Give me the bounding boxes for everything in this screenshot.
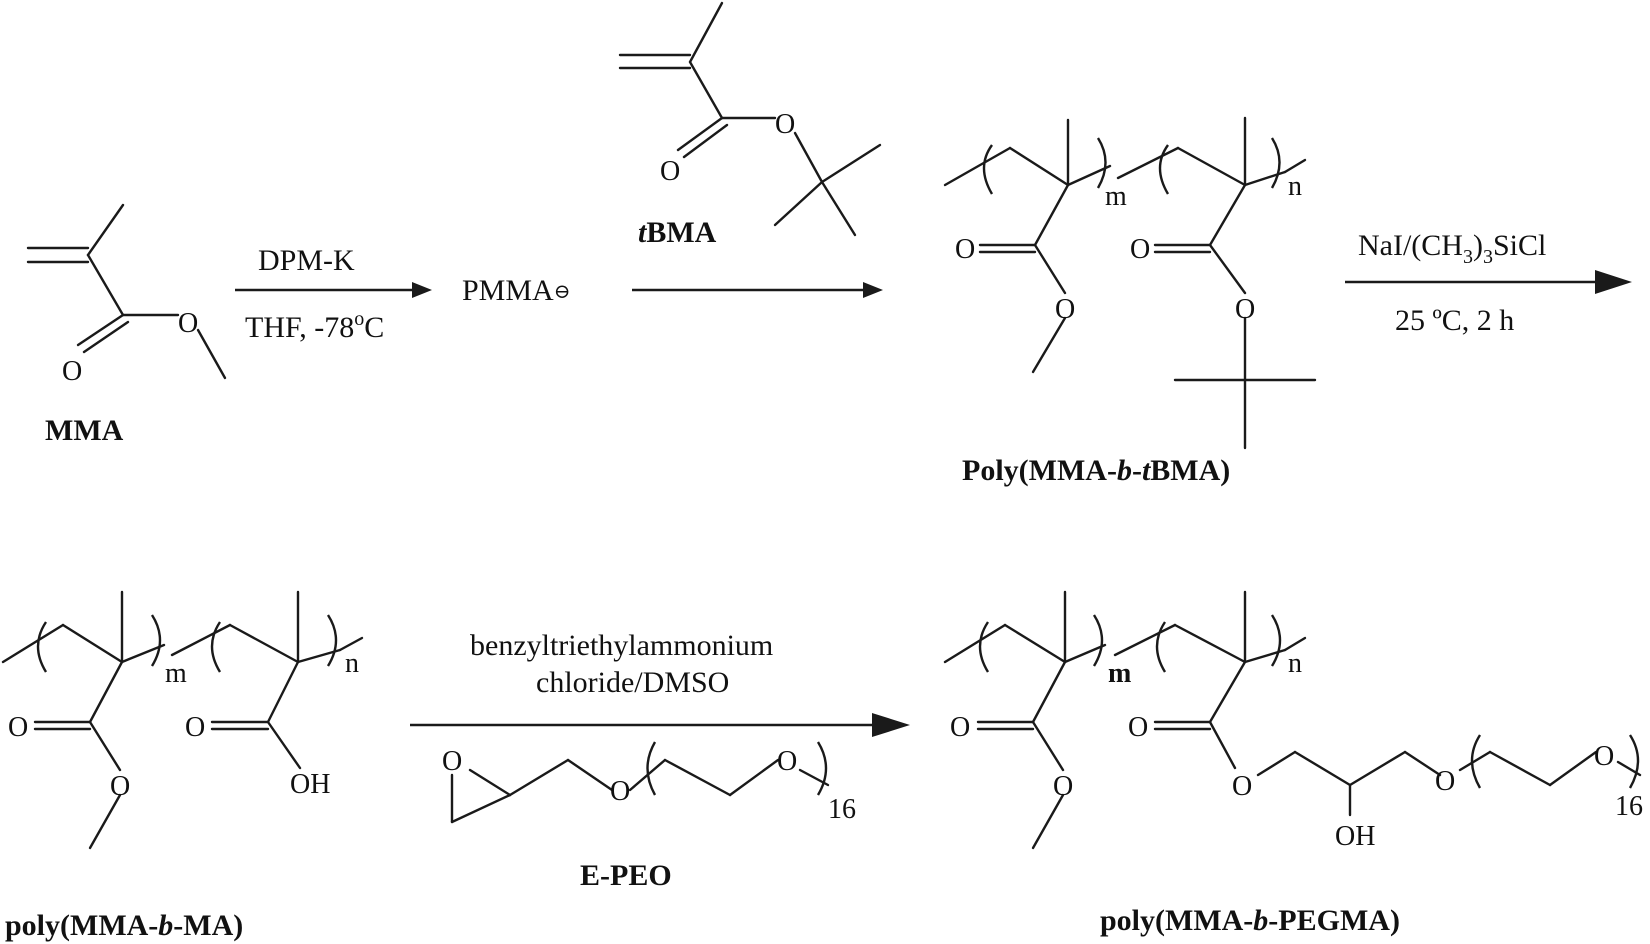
step3-reagent: NaI/(CH3)3SiCl	[1358, 229, 1546, 268]
step3-conditions: 25 ºC, 2 h	[1395, 304, 1514, 337]
epeo-label: E-PEO	[580, 859, 672, 892]
poly3-peg-carbonyl-oxygen: O	[1128, 712, 1148, 743]
step4-catalyst-line1: benzyltriethylammonium	[470, 629, 773, 662]
step1-arrow	[235, 282, 432, 298]
step4-catalyst-line2: chloride/DMSO	[536, 666, 729, 699]
poly-mma-b-pegma-label: poly(MMA-b-PEGMA)	[1100, 904, 1400, 937]
poly3-mma-carbonyl-oxygen: O	[950, 712, 970, 743]
poly3-hydroxyl: OH	[1335, 821, 1375, 852]
poly1-repeat-m: m	[1105, 181, 1127, 212]
poly-mma-b-tbma-structure: O O O O m n	[943, 116, 1317, 450]
mma-structure: O O	[26, 203, 227, 387]
poly3-repeat-m: m	[1108, 658, 1131, 689]
epeo-structure: O O O 16	[442, 741, 856, 825]
poly3-repeat-16: 16	[1615, 791, 1643, 822]
mma-label: MMA	[45, 414, 124, 447]
poly2-acid-hydroxyl: OH	[290, 769, 330, 800]
tbma-carbonyl-oxygen: O	[660, 156, 680, 187]
step1-conditions: THF, -78oC	[245, 308, 384, 344]
epeo-epoxide-oxygen: O	[442, 746, 462, 777]
step4-arrow	[410, 713, 910, 737]
step2-arrow	[632, 282, 883, 298]
poly1-mma-ester-oxygen: O	[1055, 294, 1075, 325]
poly3-ether-oxygen: O	[1435, 766, 1455, 797]
mma-ester-oxygen: O	[178, 308, 198, 339]
epeo-ether-oxygen: O	[610, 776, 630, 807]
tbma-ester-oxygen: O	[775, 109, 795, 140]
epeo-repeat-16: 16	[828, 794, 856, 825]
poly2-repeat-n: n	[345, 648, 359, 679]
tbma-label: tBMA	[638, 216, 717, 249]
poly1-repeat-n: n	[1288, 171, 1302, 202]
poly1-tbma-carbonyl-oxygen: O	[1130, 234, 1150, 265]
poly1-tbma-ester-oxygen: O	[1235, 294, 1255, 325]
poly2-repeat-m: m	[165, 658, 187, 689]
poly3-ester-oxygen: O	[1232, 771, 1252, 802]
tbma-structure: O O	[618, 1, 882, 237]
step3-arrow	[1345, 270, 1632, 294]
poly1-mma-carbonyl-oxygen: O	[955, 234, 975, 265]
epeo-terminal-oxygen: O	[777, 746, 797, 777]
poly2-mma-carbonyl-oxygen: O	[8, 712, 28, 743]
mma-carbonyl-oxygen: O	[62, 356, 82, 387]
poly-mma-b-tbma-label: Poly(MMA-b-tBMA)	[962, 454, 1230, 487]
pmma-anion-label: PMMA⊖	[462, 274, 570, 307]
step1-reagent: DPM-K	[258, 244, 355, 277]
poly2-acid-carbonyl-oxygen: O	[185, 712, 205, 743]
poly3-mma-ester-oxygen: O	[1053, 771, 1073, 802]
poly-mma-b-pegma-structure: O O O O OH O O m n 16	[943, 590, 1643, 852]
poly-mma-b-ma-label: poly(MMA-b-MA)	[5, 909, 243, 942]
poly3-terminal-oxygen: O	[1594, 741, 1614, 772]
poly3-repeat-n: n	[1288, 648, 1302, 679]
poly-mma-b-ma-structure: O O O OH m n	[1, 590, 364, 850]
poly2-mma-ester-oxygen: O	[110, 771, 130, 802]
